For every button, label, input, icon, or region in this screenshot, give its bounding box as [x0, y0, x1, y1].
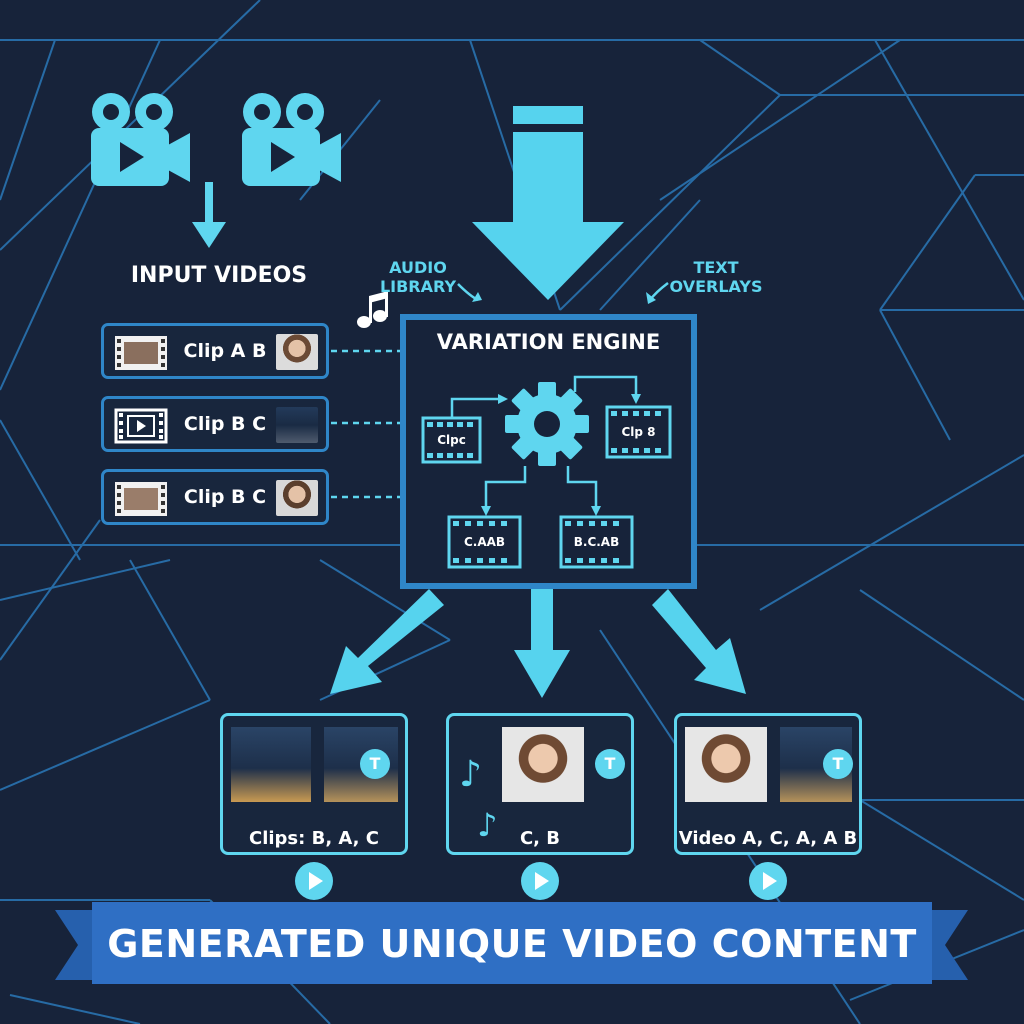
play-button-2[interactable]: [521, 862, 559, 900]
film-clip-left: [421, 416, 482, 464]
play-button-3[interactable]: [749, 862, 787, 900]
film-clip-right: [605, 405, 672, 459]
person-thumbnail: [502, 727, 584, 802]
film-clip-bottom-left: [447, 515, 522, 569]
engine-clip-bottom-left-label: C.AAB: [463, 535, 506, 549]
audio-library-line1: AUDIO: [389, 258, 447, 277]
input-arrow-icon: [192, 182, 226, 248]
film-clip-bottom-right: [559, 515, 634, 569]
output-card-2[interactable]: ♪ ♪ T C, B: [446, 713, 634, 855]
output-arrows: [330, 589, 746, 698]
person-thumbnail: [276, 480, 318, 516]
text-overlays-label: TEXT OVERLAYS: [664, 258, 768, 296]
audio-library-line2: LIBRARY: [379, 277, 457, 296]
big-down-arrow: [472, 106, 624, 300]
text-overlays-line1: TEXT: [693, 258, 739, 277]
engine-clip-bottom-right-label: B.C.AB: [573, 535, 620, 549]
film-play-icon: [114, 408, 168, 444]
output-caption: Video A, C, A, A B: [678, 828, 858, 849]
input-clip-row-3[interactable]: Clip B C: [101, 469, 329, 525]
gear-icon: [505, 382, 589, 466]
engine-clip-right-label: Clp 8: [621, 425, 656, 439]
person-thumbnail: [276, 334, 318, 370]
output-caption: Clips: B, A, C: [248, 828, 380, 849]
output-caption: C, B: [519, 828, 561, 849]
input-clip-row-2[interactable]: Clip B C: [101, 396, 329, 452]
input-clip-row-1[interactable]: Clip A B: [101, 323, 329, 379]
output-card-1[interactable]: T Clips: B, A, C: [220, 713, 408, 855]
output-card-3[interactable]: T Video A, C, A, A B: [674, 713, 862, 855]
clip-label: Clip B C: [183, 486, 267, 508]
play-button-1[interactable]: [295, 862, 333, 900]
text-overlay-icon: T: [595, 749, 625, 779]
person-thumbnail: [685, 727, 767, 802]
banner-title: GENERATED UNIQUE VIDEO CONTENT: [107, 922, 917, 966]
city-thumbnail: [276, 407, 318, 443]
banner-ribbon: [55, 902, 968, 984]
film-strip-icon: [115, 336, 167, 370]
text-overlays-line2: OVERLAYS: [669, 277, 763, 296]
music-note-icon: [357, 291, 388, 328]
music-note-icon: ♪: [477, 806, 498, 844]
music-note-icon: ♪: [459, 754, 482, 795]
audio-library-label: AUDIO LIBRARY: [378, 258, 458, 296]
city-thumbnail: [231, 727, 311, 802]
text-overlay-icon: T: [360, 749, 390, 779]
film-strip-icon: [115, 482, 167, 516]
text-overlay-icon: T: [823, 749, 853, 779]
clip-label: Clip A B: [183, 340, 267, 362]
engine-clip-left-label: Clpc: [437, 433, 466, 447]
variation-engine-title: VARIATION ENGINE: [436, 330, 661, 354]
clip-label: Clip B C: [183, 413, 267, 435]
input-videos-title: INPUT VIDEOS: [130, 263, 308, 288]
